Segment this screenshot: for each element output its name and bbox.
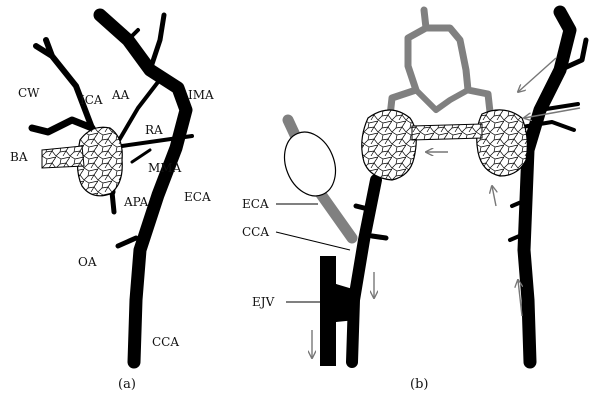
caption-a: (a) <box>118 377 136 392</box>
label-ica: ICA <box>80 93 103 107</box>
label-b-eca: ECA <box>242 197 269 211</box>
label-ra: RA <box>145 123 163 137</box>
rete-mirabile-a <box>76 126 123 197</box>
flow-arrow-4 <box>492 186 496 207</box>
caption-b: (b) <box>410 377 428 392</box>
flow-arrow-5 <box>518 280 522 317</box>
leader-cca <box>275 231 351 251</box>
graft-loop-inner <box>413 87 471 113</box>
vessel-ima-twig <box>126 28 140 42</box>
vessel-right-stub-2 <box>508 232 526 242</box>
label-cca: CCA <box>152 335 179 349</box>
vessel-apa <box>109 189 117 215</box>
label-ima: IMA <box>188 88 214 102</box>
vessel-trunk-b-right <box>517 5 577 369</box>
vessel-ejv-connector <box>336 284 356 322</box>
vessel-cca-b-branch <box>353 203 389 241</box>
flow-arrow-2 <box>524 107 581 118</box>
vessel-right-branch-2 <box>538 102 580 112</box>
vessel-ima-branch <box>147 12 167 73</box>
balloon-occlusion <box>283 131 337 197</box>
vessel-cw <box>33 37 95 131</box>
vessel-mma <box>130 148 152 164</box>
panel-b: ECA CCA EJV (b) <box>242 5 589 392</box>
label-ba: BA <box>10 150 28 164</box>
rete-mirabile-b-right <box>476 109 528 177</box>
label-mma: MMA <box>148 161 182 175</box>
label-eca: ECA <box>184 190 211 204</box>
panel-a: CW ICA AA IMA RA BA MMA APA ECA OA CCA (… <box>10 8 214 392</box>
vessel-ejv <box>320 256 348 366</box>
vessel-ra <box>120 134 194 148</box>
label-apa: APA <box>123 195 149 209</box>
rete-bridge-b <box>411 123 483 141</box>
vessel-right-branch-1 <box>557 37 589 73</box>
rete-mirabile-b-left <box>361 109 417 181</box>
vessel-cca-trunk-a <box>93 8 193 369</box>
label-b-cca: CCA <box>242 225 269 239</box>
vessel-oa <box>115 235 139 249</box>
vessel-right-branch-3 <box>514 120 576 132</box>
flow-arrow-1 <box>518 57 557 92</box>
label-b-ejv: EJV <box>252 295 275 309</box>
label-aa: AA <box>111 88 130 102</box>
label-oa: OA <box>78 255 97 269</box>
basilar-mesh-a <box>41 145 85 169</box>
vessel-right-stub-1 <box>510 198 528 208</box>
vessel-aa <box>116 80 160 144</box>
graft-loop <box>386 6 494 120</box>
label-cw: CW <box>18 86 40 100</box>
